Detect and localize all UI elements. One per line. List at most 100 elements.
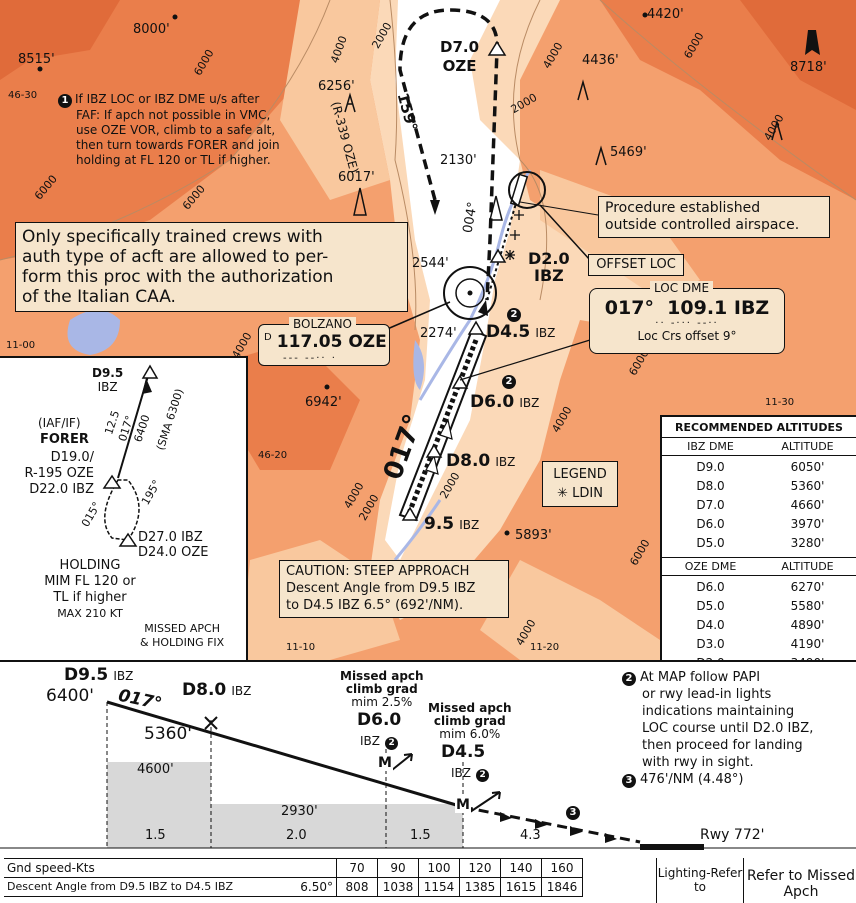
gs-speed: 90 [377, 858, 419, 878]
spot-elevation: 6017' [338, 170, 375, 185]
fix-d20: D2.0 IBZ [528, 250, 570, 284]
profile-d95: D9.5 IBZ [64, 665, 133, 685]
ma1-line: mim 2.5% [351, 695, 413, 709]
gs-speed: 140 [500, 858, 542, 878]
spot-elevation: 2274' [420, 326, 457, 341]
descent-arrows [500, 812, 617, 843]
note2-line: LOC course until D2.0 IBZ, [642, 721, 814, 736]
caution-line: CAUTION: STEEP APPROACH [286, 564, 470, 579]
desc-rate: 1385 [459, 877, 501, 897]
rec-alt-dme: D7.0 [696, 498, 725, 512]
descent-path [106, 700, 464, 809]
lighting-cell: Lighting-Refer to [656, 858, 744, 903]
note2-line: At MAP follow PAPI [640, 670, 761, 685]
rec-alt-dme: D8.0 [696, 479, 725, 493]
rec-alt-dme: D6.0 [696, 517, 725, 531]
profile-note-3-num: 3 [622, 774, 636, 788]
north-arrow [805, 30, 820, 55]
note-1-marker: 1 [58, 94, 72, 108]
holding-pattern [102, 364, 159, 547]
obstacle-icons [344, 79, 783, 221]
legend-box: LEGEND ✳ LDIN [542, 461, 618, 507]
profile-d60-id-wrap: IBZ 2 [360, 730, 399, 750]
track-arrow [430, 200, 440, 215]
spot-elevation: 2544' [412, 256, 449, 271]
rec-alt-col: ALTITUDE [781, 560, 834, 573]
rec-alt-value: 6270' [790, 580, 825, 594]
profile-note-2-num: 2 [622, 672, 636, 686]
ma2-line: mim 6.0% [439, 727, 501, 741]
ma1-line: climb grad [345, 682, 418, 696]
procedure-box: Procedure established outside controlled… [598, 196, 830, 238]
grid-label: 46-30 [8, 90, 38, 101]
forer-line: D19.0/ [50, 450, 94, 465]
gs-speed: 70 [336, 858, 378, 878]
rec-alt-value: 5360' [790, 479, 825, 493]
profile-marker-2: 2 [385, 737, 399, 750]
inset-caption: MISSED APCH & HOLDING FIX [140, 622, 224, 650]
procedure-line: Procedure established [605, 200, 761, 216]
loc-dme-freq: 017° 109.1 IBZ [604, 297, 770, 319]
map-m-1: M [377, 755, 393, 771]
rec-alt-col: OZE DME [684, 560, 737, 573]
recommended-altitudes: RECOMMENDED ALTITUDES IBZ DME ALTITUDE D… [660, 415, 856, 670]
approach-arrow [478, 300, 488, 316]
fix-d7-id: OZE [442, 57, 477, 75]
fix-d20-label: D2.0 [528, 249, 570, 268]
fix-triangle [425, 443, 443, 458]
fix-d45: D4.5 IBZ [486, 322, 555, 342]
profile-d80-id: IBZ [231, 684, 252, 698]
procedure-line: outside controlled airspace. [605, 217, 800, 233]
ldin-stars [505, 210, 524, 260]
approach-arrow [425, 454, 439, 475]
legend-title: LEGEND [553, 467, 607, 482]
inset-holding: HOLDING MIM FL 120 or TL if higher MAX 2… [20, 558, 160, 622]
note2-line: with rwy in sight. [642, 755, 754, 770]
note2-line: or rwy lead-in lights [642, 687, 772, 702]
profile-d45: D4.5 [441, 742, 486, 762]
grid-label: 11-20 [530, 642, 560, 653]
desc-rate: 1154 [418, 877, 460, 897]
profile-graphic [0, 700, 856, 850]
caution-line: Descent Angle from D9.5 IBZ [286, 581, 476, 596]
note-1-line: holding at FL 120 or TL if higher. [76, 153, 271, 167]
fix-d7-label: D7.0 [440, 38, 480, 56]
holding-line: MIM FL 120 or [44, 574, 136, 589]
inset-forer: FORER [40, 432, 89, 447]
ma-grad-1: Missed apch climb grad mim 2.5% [340, 670, 424, 709]
rec-alt-dme: D5.0 [696, 536, 725, 550]
loc-dme-morse: ·· -··· --·· [655, 318, 719, 329]
mda-block [107, 762, 211, 848]
spot-elevation: 2130' [440, 153, 477, 168]
fix-d80-id: IBZ [495, 455, 516, 469]
fix-95-id: IBZ [459, 518, 480, 532]
desc-angle: 6.50° [300, 880, 333, 894]
spot-elevation: 8515' [18, 52, 55, 67]
vor-symbol [443, 266, 497, 320]
runway-bar [640, 844, 704, 850]
dist-4: 4.3 [520, 828, 541, 843]
map-labels: 8000' 8515' 6256' 4420' 4436' 8718' 5469… [6, 7, 827, 653]
gs-speed: 160 [541, 858, 583, 878]
fix-d45-id: IBZ [535, 326, 556, 340]
fix-triangle [467, 320, 485, 335]
note-1-line: then turn towards FORER and join [76, 138, 280, 152]
trained-line: form this proc with the authorization [22, 267, 334, 287]
fix-triangle [489, 248, 507, 263]
desc-rate: 808 [336, 877, 378, 897]
spot-elevation: 4436' [582, 53, 619, 68]
note3-text: 476'/NM (4.48°) [640, 772, 744, 787]
note2-line: then proceed for landing [642, 738, 803, 753]
fix-95-label: 9.5 [424, 514, 455, 534]
trained-line: auth type of acft are allowed to per- [22, 247, 329, 267]
caution-line: to D4.5 IBZ 6.5° (692'/NM). [286, 598, 464, 613]
dist-2: 2.0 [286, 828, 307, 843]
inset-iaf: (IAF/IF) [38, 416, 81, 430]
missed-descent [462, 805, 641, 844]
holding-line: TL if higher [53, 590, 127, 605]
loc-dme-note: Loc Crs offset 9° [637, 329, 737, 343]
grid-label: 46-20 [258, 450, 288, 461]
inset-d95: D9.5 IBZ [92, 366, 123, 394]
